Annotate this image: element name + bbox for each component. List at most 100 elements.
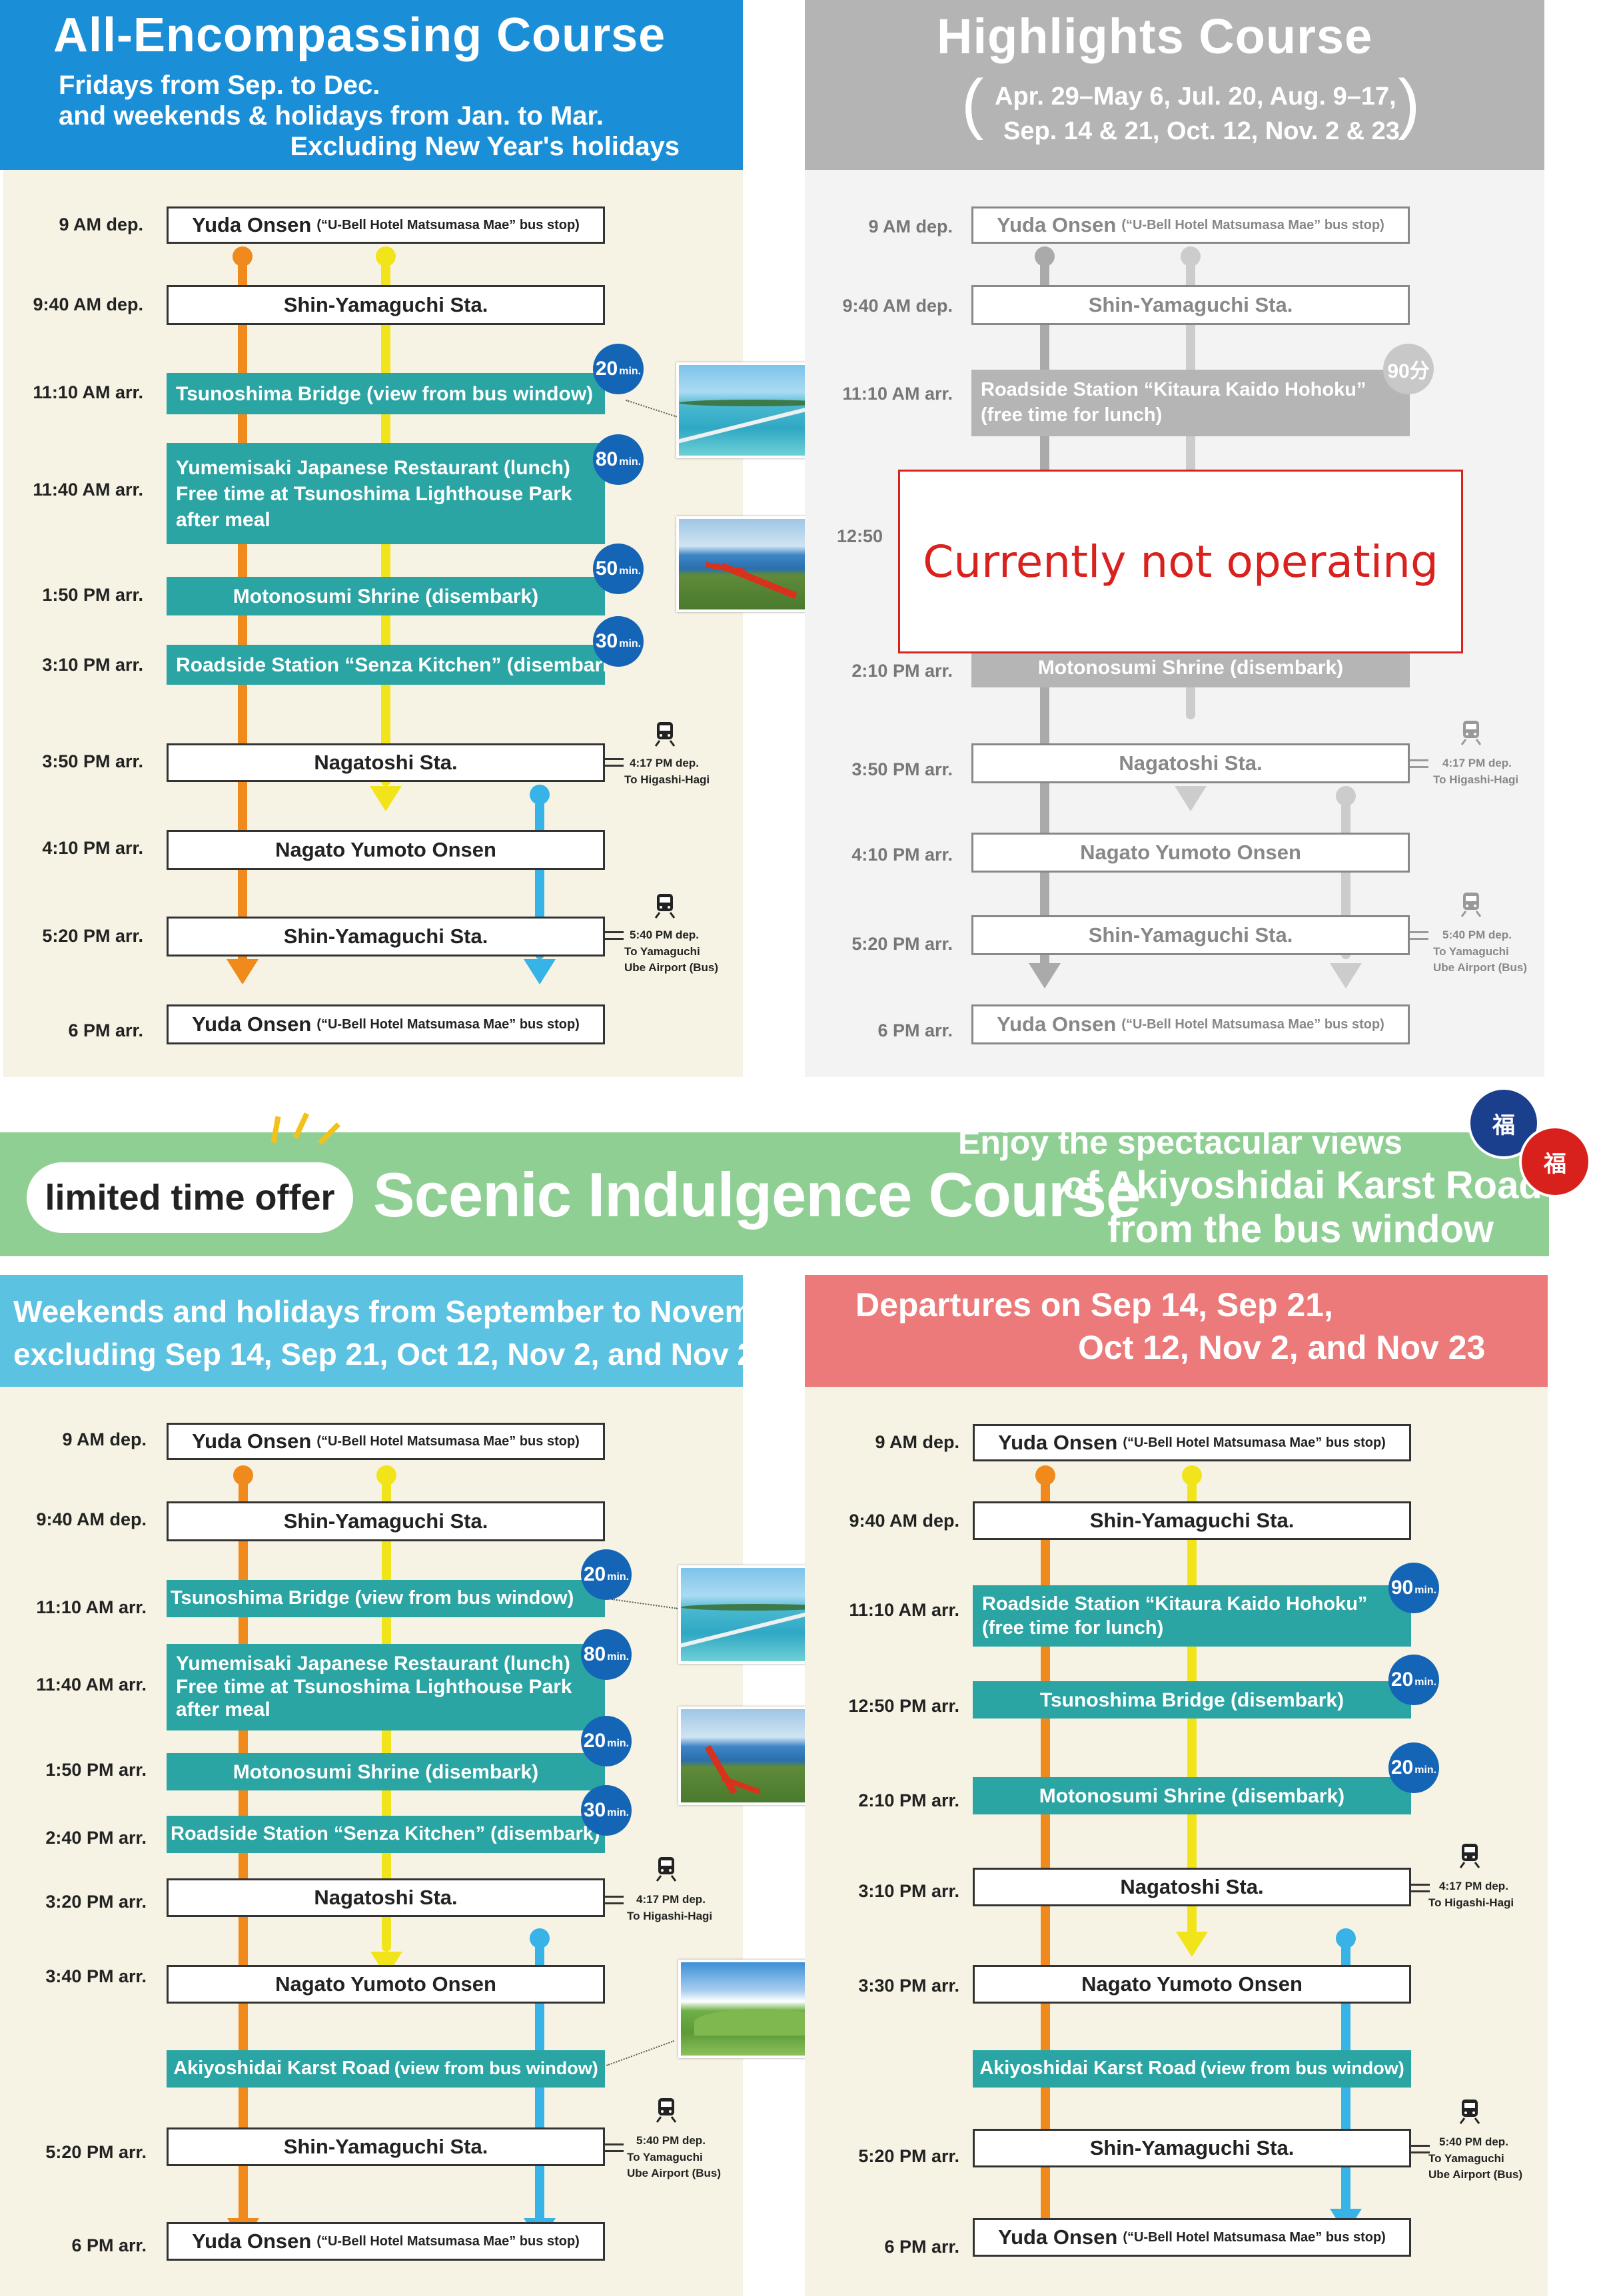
train-icon — [1460, 893, 1482, 917]
stop-name: Akiyoshidai Karst Road — [173, 2058, 390, 2080]
train-icon — [656, 2098, 677, 2123]
stop-name-sub: (view from bus window) — [394, 2058, 598, 2079]
badge-value: 30 — [595, 630, 618, 652]
stop-name: Shin-Yamaguchi Sta. — [283, 293, 488, 316]
train-dep: 4:17 PM dep. — [636, 1893, 706, 1906]
stop-box: Yuda Onsen(“U-Bell Hotel Matsumasa Mae” … — [167, 1423, 605, 1460]
train-connection-info: 4:17 PM dep.To Higashi-Hagi — [624, 755, 750, 788]
notice-text: Currently not operating — [923, 536, 1438, 587]
transfer-connector — [605, 1902, 624, 1904]
badge-value: 20 — [595, 358, 618, 380]
stop-box-teal: Roadside Station “Senza Kitchen” (disemb… — [167, 1816, 605, 1853]
badge-unit: min. — [1414, 1764, 1437, 1776]
stop-box-teal: Akiyoshidai Karst Road(view from bus win… — [973, 2050, 1411, 2088]
train-icon — [654, 722, 676, 747]
sparkle-icon — [318, 1122, 340, 1145]
train-dep: 5:40 PM dep. — [636, 2134, 706, 2147]
train-dest: To Yamaguchi — [627, 2150, 703, 2163]
stop-time: 9 AM dep. — [62, 1429, 147, 1449]
stop-time: 3:10 PM arr. — [42, 655, 143, 675]
train-dest: To Yamaguchi — [1433, 945, 1509, 958]
stop-box: Shin-Yamaguchi Sta. — [973, 1501, 1411, 1540]
stop-name: Yuda Onsen — [192, 1429, 312, 1453]
stop-name-3: after meal — [176, 1699, 270, 1721]
train-dest-2: Ube Airport (Bus) — [1433, 961, 1528, 974]
bracket-right: ) — [1398, 66, 1420, 141]
route-arrow-orange — [227, 959, 259, 984]
badge-unit: min. — [1414, 1585, 1437, 1596]
stop-name: Motonosumi Shrine (disembark) — [233, 585, 539, 607]
route-arrow-yellow — [1176, 1932, 1208, 1957]
badge-unit: min. — [607, 1738, 630, 1749]
badge-value: 80 — [583, 1643, 606, 1665]
transfer-connector — [605, 765, 624, 767]
train-dep: 5:40 PM dep. — [1439, 2135, 1508, 2148]
banner-tagline-3: from the bus window — [1107, 1208, 1494, 1251]
daruma-red-icon: 福 — [1519, 1126, 1591, 1198]
stop-box-teal: Tsunoshima Bridge (disembark) — [973, 1681, 1411, 1719]
stop-name: Akiyoshidai Karst Road — [979, 2058, 1197, 2080]
stop-time: 5:20 PM arr. — [858, 2146, 959, 2166]
stop-name: Shin-Yamaguchi Sta. — [283, 1509, 488, 1533]
stop-name-3: after meal — [176, 508, 270, 531]
stop-name: Shin-Yamaguchi Sta. — [283, 2135, 488, 2158]
course1-line1: Fridays from Sep. to Dec. — [59, 71, 380, 100]
stop-name: Yuda Onsen — [192, 1012, 312, 1036]
stop-time: 11:10 AM arr. — [849, 1600, 959, 1620]
course1-line3: Excluding New Year's holidays — [290, 132, 680, 161]
stop-time: 5:20 PM arr. — [42, 926, 143, 946]
badge-value: 30 — [583, 1799, 606, 1821]
badge-unit: min. — [619, 456, 642, 468]
stop-box: Nagatoshi Sta. — [167, 743, 605, 782]
stop-box: Yuda Onsen(“U-Bell Hotel Matsumasa Mae” … — [971, 1004, 1410, 1044]
stop-box: Yuda Onsen(“U-Bell Hotel Matsumasa Mae” … — [167, 2222, 605, 2261]
stop-name: Shin-Yamaguchi Sta. — [1089, 1509, 1295, 1532]
akiyoshidai-karst-photo — [678, 1960, 825, 2058]
badge-unit: min. — [619, 366, 642, 377]
stop-name: Roadside Station “Senza Kitchen” (disemb… — [171, 1823, 600, 1845]
transfer-connector — [1411, 2151, 1430, 2153]
stop-name: Nagatoshi Sta. — [1119, 751, 1263, 775]
train-icon — [654, 894, 676, 919]
stop-name: Tsunoshima Bridge (view from bus window) — [176, 382, 594, 405]
stop-box-teal: Motonosumi Shrine (disembark) — [973, 1777, 1411, 1814]
stop-name: Nagatoshi Sta. — [1120, 1875, 1264, 1898]
train-dep: 4:17 PM dep. — [1442, 757, 1512, 769]
badge-value: 50 — [595, 558, 618, 579]
not-operating-notice: Currently not operating — [898, 470, 1463, 653]
course4-header: Departures on Sep 14, Sep 21, Oct 12, No… — [805, 1275, 1548, 1387]
transfer-connector — [605, 938, 624, 940]
stop-name: Shin-Yamaguchi Sta. — [283, 925, 488, 948]
train-dest-2: Ube Airport (Bus) — [624, 961, 719, 974]
train-dest: To Yamaguchi — [1428, 2151, 1504, 2165]
stop-time: 9:40 AM dep. — [33, 294, 143, 314]
stop-name-2: (free time for lunch) — [981, 404, 1163, 426]
banner-tagline-2: of Akiyoshidai Karst Road — [1063, 1164, 1542, 1207]
course3-line2: excluding Sep 14, Sep 21, Oct 12, Nov 2,… — [13, 1337, 772, 1371]
stop-time: 3:50 PM arr. — [42, 751, 143, 771]
stop-name: Nagato Yumoto Onsen — [275, 1972, 496, 1996]
stop-name: Shin-Yamaguchi Sta. — [1088, 293, 1293, 316]
stop-box-teal: Tsunoshima Bridge (view from bus window) — [167, 1580, 605, 1617]
transfer-connector — [605, 2143, 624, 2145]
stop-box: Yuda Onsen(“U-Bell Hotel Matsumasa Mae” … — [971, 206, 1410, 244]
stop-box: Shin-Yamaguchi Sta. — [973, 2129, 1411, 2167]
stop-name: Yuda Onsen — [998, 1431, 1118, 1454]
daruma-text: 福 — [1544, 1150, 1566, 1178]
stop-sub: (“U-Bell Hotel Matsumasa Mae” bus stop) — [1123, 1435, 1386, 1450]
stop-sub: (“U-Bell Hotel Matsumasa Mae” bus stop) — [1123, 2229, 1386, 2245]
stop-box-teal: Yumemisaki Japanese Restaurant (lunch)Fr… — [167, 1644, 605, 1730]
train-dep: 4:17 PM dep. — [1439, 1880, 1508, 1892]
stop-time: 11:10 AM arr. — [33, 382, 143, 402]
stop-box-gray: Roadside Station “Kitaura Kaido Hohoku”(… — [971, 370, 1410, 436]
stop-name: Motonosumi Shrine (disembark) — [1039, 1784, 1345, 1807]
stop-time: 11:40 AM arr. — [33, 480, 143, 500]
sparkle-icon — [270, 1116, 281, 1144]
